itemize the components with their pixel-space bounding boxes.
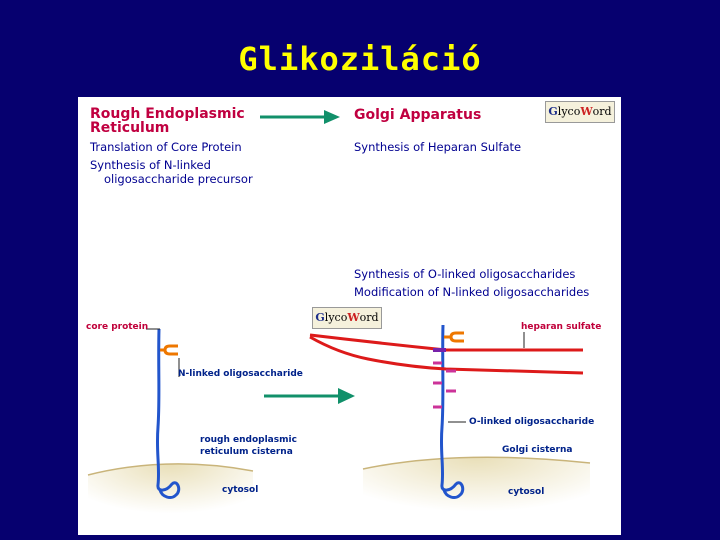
heparan-sulfate-chain-2 (310, 337, 583, 373)
glycosylation-figure: Rough Endoplasmic Reticulum Golgi Appara… (78, 97, 621, 535)
label-heparan-sulfate: heparan sulfate (521, 322, 601, 332)
label-golgi-cisterna: Golgi cisterna (502, 445, 572, 455)
label-cytosol-right: cytosol (508, 487, 544, 497)
er-to-golgi-arrowhead-mid (338, 388, 355, 404)
n-linked-oligo-right (451, 333, 464, 341)
label-er-cisterna-2: reticulum cisterna (200, 447, 293, 457)
er-to-golgi-arrowhead-top (324, 110, 340, 124)
slide-title: Glikoziláció (0, 40, 720, 78)
label-cytosol-left: cytosol (222, 485, 258, 495)
n-linked-oligo-left (165, 346, 178, 354)
glycoword-logo-middle: GlycoWord (312, 307, 382, 329)
label-core-protein: core protein (86, 322, 148, 332)
label-o-linked: O-linked oligosaccharide (469, 417, 594, 427)
label-n-linked: N-linked oligosaccharide (178, 369, 303, 379)
label-er-cisterna-1: rough endoplasmic (200, 435, 297, 445)
er-cisterna-shading (88, 464, 253, 535)
golgi-cisterna-shading (363, 457, 590, 535)
